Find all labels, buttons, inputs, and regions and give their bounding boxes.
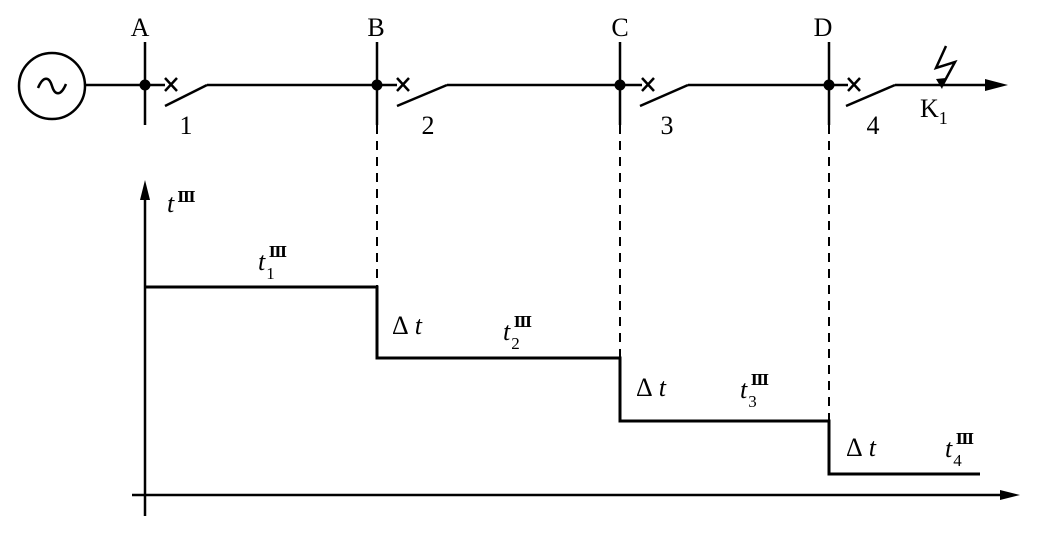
breaker-cross-icon — [396, 77, 410, 92]
bus-a-label: A — [131, 13, 150, 42]
bus-a: A — [131, 13, 151, 125]
bus-d-label: D — [814, 13, 833, 42]
step-2-label: t2Ⅲ — [503, 315, 532, 353]
bus-c: C — [611, 13, 629, 125]
step-3-label: t3Ⅲ — [740, 373, 769, 411]
breaker-1-label: 1 — [180, 111, 193, 140]
source-generator — [17, 51, 87, 121]
bus-b: B — [367, 13, 385, 125]
step-4-label: t4Ⅲ — [945, 432, 974, 470]
axis-arrow-icon — [140, 180, 150, 200]
breaker-2: 2 — [377, 77, 620, 140]
time-step-characteristic — [145, 285, 980, 476]
line-arrow-icon — [985, 79, 1008, 91]
step-1-label: t1Ⅲ — [258, 245, 287, 283]
breaker-2-label: 2 — [422, 111, 435, 140]
distance-axis — [132, 490, 1020, 500]
lightning-fault-icon — [933, 45, 958, 87]
fault-k1: K1 — [920, 45, 958, 128]
bus-d: D — [814, 13, 835, 125]
breaker-3-label: 3 — [661, 111, 674, 140]
fault-label: K1 — [920, 94, 948, 128]
breaker-1: 1 — [145, 77, 377, 140]
bus-b-label: B — [367, 13, 384, 42]
breaker-4: 4 — [829, 77, 1008, 140]
breaker-cross-icon — [164, 77, 178, 92]
bus-c-label: C — [611, 13, 628, 42]
breaker-cross-icon — [641, 77, 655, 92]
axis-arrow-icon — [1000, 490, 1020, 500]
breaker-4-label: 4 — [867, 111, 880, 140]
breaker-3: 3 — [620, 77, 829, 140]
sine-wave-icon — [36, 77, 68, 95]
breaker-cross-icon — [847, 77, 861, 92]
